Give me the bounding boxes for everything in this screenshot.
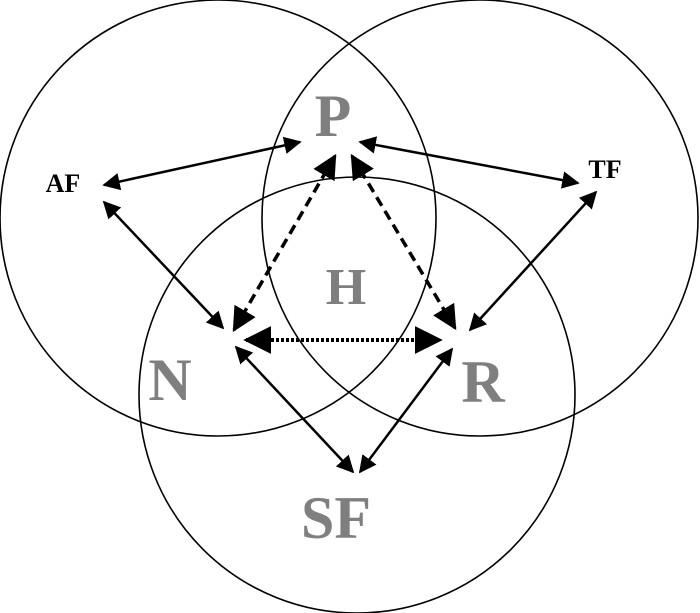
label-p: P	[315, 83, 352, 149]
arrow-tf-r	[468, 190, 598, 332]
label-n: N	[148, 347, 191, 413]
arrow-p-n	[232, 153, 337, 333]
label-sf: SF	[301, 485, 371, 551]
labels: P H N R SF AF TF	[46, 83, 622, 551]
label-tf: TF	[588, 155, 621, 184]
arrow-p-af	[102, 136, 302, 191]
arrow-n-sf	[234, 345, 355, 474]
arrow-af-n	[102, 200, 225, 330]
label-r: R	[461, 349, 505, 415]
circle-left	[0, 0, 437, 437]
label-h: H	[326, 259, 366, 316]
arrows	[102, 136, 598, 474]
arrow-r-sf	[358, 347, 454, 474]
label-af: AF	[46, 169, 81, 198]
arrow-p-tf	[358, 136, 580, 189]
arrow-p-r	[350, 153, 457, 331]
